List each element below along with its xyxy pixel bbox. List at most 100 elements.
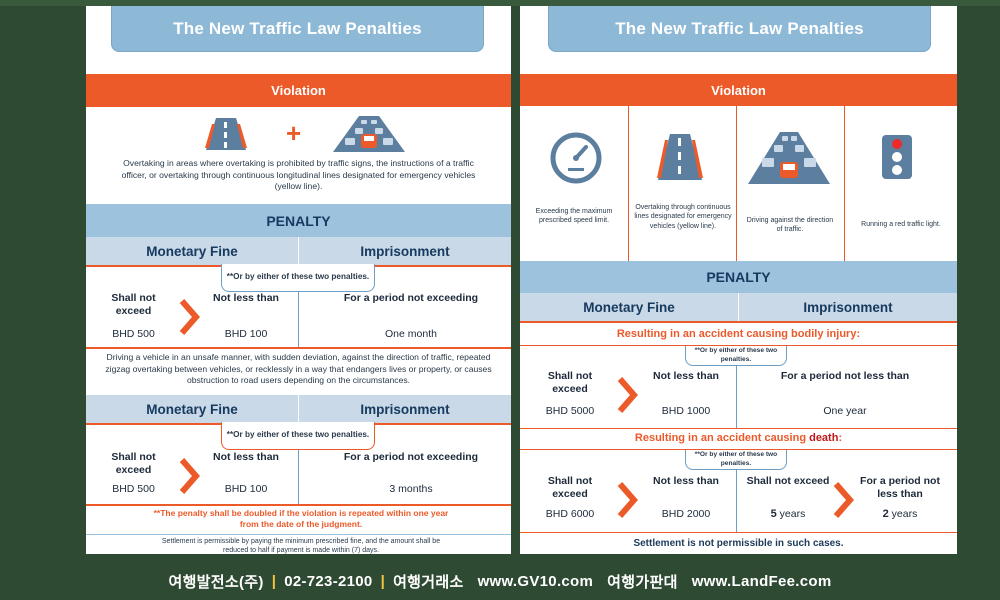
divider xyxy=(736,366,737,428)
separator: | xyxy=(271,572,277,590)
divider xyxy=(520,428,957,429)
either-penalty-note: **Or by either of these two penalties. xyxy=(221,422,375,450)
prison-min-number: 2 xyxy=(882,508,889,520)
chevron-right-icon xyxy=(617,377,638,413)
divider xyxy=(520,345,957,346)
prison-max-number: 5 xyxy=(770,508,777,520)
prison-value: 3 months xyxy=(389,483,433,495)
max-fine-value: BHD 500 xyxy=(112,328,155,340)
period-label: For a period not exceeding xyxy=(343,451,479,463)
road-lines-icon xyxy=(205,118,247,150)
prison-value: One month xyxy=(385,328,437,340)
left-column-header-1: Monetary Fine Imprisonment xyxy=(86,237,511,267)
phone-number: 02-723-2100 xyxy=(284,572,373,590)
divider xyxy=(736,470,737,532)
right-column-header: Monetary Fine Imprisonment xyxy=(520,293,957,323)
death-heading-post: : xyxy=(838,432,843,444)
prison-max-unit: years xyxy=(776,508,806,520)
plus-icon: + xyxy=(286,118,302,148)
chevron-right-icon xyxy=(179,299,200,335)
imprisonment-header: Imprisonment xyxy=(298,237,511,265)
divider xyxy=(628,106,629,261)
divider xyxy=(86,504,511,506)
prison-min-unit: years xyxy=(888,508,918,520)
period-label: For a period not less than xyxy=(860,475,940,501)
left-column-header-2: Monetary Fine Imprisonment xyxy=(86,395,511,425)
imprisonment-header: Imprisonment xyxy=(738,293,957,321)
max-fine-value: BHD 6000 xyxy=(545,508,595,520)
chevron-right-icon xyxy=(179,458,200,494)
violation-overtaking-text: Overtaking through continuous lines desi… xyxy=(634,204,732,230)
divider xyxy=(520,532,957,533)
footer-banner: 여행발전소(주) | 02-723-2100 | 여행거래소 www.GV10.… xyxy=(0,562,1000,600)
right-violation-bar: Violation xyxy=(520,74,957,106)
separator: | xyxy=(380,572,386,590)
shall-not-exceed-label: Shall not exceed xyxy=(547,370,593,396)
right-penalty-bar: PENALTY xyxy=(520,261,957,293)
divider xyxy=(736,106,737,261)
divider xyxy=(298,267,299,347)
shall-not-exceed-label: Shall not exceed xyxy=(111,292,156,318)
period-label: For a period not exceeding xyxy=(343,292,479,304)
divider xyxy=(86,347,511,349)
injury-heading: Resulting in an accident causing bodily … xyxy=(616,328,861,340)
max-fine-value: BHD 5000 xyxy=(545,405,595,417)
speedometer-icon xyxy=(550,132,602,184)
chevron-right-icon xyxy=(617,482,638,518)
not-less-than-label: Not less than xyxy=(653,475,719,487)
traffic-light-icon xyxy=(882,135,912,179)
site-2-url[interactable]: www.LandFee.com xyxy=(691,572,832,590)
site-1-url[interactable]: www.GV10.com xyxy=(477,572,594,590)
death-heading-pre: Resulting in an accident causing xyxy=(634,432,810,444)
not-less-than-label: Not less than xyxy=(213,451,279,463)
prison-value: One year xyxy=(823,405,867,417)
min-fine-value: BHD 100 xyxy=(224,483,268,495)
double-penalty-note: **The penalty shall be doubled if the vi… xyxy=(153,508,449,530)
divider xyxy=(298,425,299,505)
frame-top xyxy=(0,0,1000,6)
left-title: The New Traffic Law Penalties xyxy=(111,6,484,52)
left-violation-text-2: Driving a vehicle in an unsafe manner, w… xyxy=(105,352,492,386)
either-penalty-note: **Or by either of these two penalties. xyxy=(685,450,787,470)
left-violation-text-1: Overtaking in areas where overtaking is … xyxy=(121,158,476,192)
violation-red-light-text: Running a red traffic light. xyxy=(861,221,941,228)
right-title: The New Traffic Law Penalties xyxy=(548,6,931,52)
imprisonment-header: Imprisonment xyxy=(298,395,511,423)
prison-min-value: 2 years xyxy=(854,508,946,520)
settlement-note: Settlement is permissible by paying the … xyxy=(161,538,441,554)
traffic-jam-icon xyxy=(333,116,405,152)
not-less-than-label: Not less than xyxy=(213,292,279,304)
either-penalty-note: **Or by either of these two penalties. xyxy=(685,346,787,366)
wrong-way-car-icon xyxy=(748,132,830,184)
road-lines-icon xyxy=(657,134,703,180)
left-violation-bar: Violation xyxy=(86,74,511,107)
max-fine-value: BHD 500 xyxy=(112,483,155,495)
death-heading-word: death xyxy=(809,432,839,444)
violation-wrong-way-text: Driving against the direction of traffic… xyxy=(746,217,834,234)
company-name: 여행발전소(주) xyxy=(168,573,264,591)
monetary-fine-header: Monetary Fine xyxy=(146,243,238,259)
min-fine-value: BHD 2000 xyxy=(661,508,711,520)
right-infographic: The New Traffic Law Penalties Violation … xyxy=(520,6,957,554)
left-infographic: The New Traffic Law Penalties Violation … xyxy=(86,6,511,554)
chevron-right-icon xyxy=(833,482,854,518)
min-fine-value: BHD 1000 xyxy=(661,405,711,417)
either-penalty-note: **Or by either of these two penalties. xyxy=(221,264,375,292)
site-2-name: 여행가판대 xyxy=(607,573,678,591)
site-1-name: 여행거래소 xyxy=(393,573,464,591)
min-fine-value: BHD 100 xyxy=(224,328,268,340)
monetary-fine-header: Monetary Fine xyxy=(146,401,238,417)
divider xyxy=(844,106,845,261)
death-heading: Resulting in an accident causing death: xyxy=(520,432,957,444)
shall-not-exceed-label: Shall not exceed xyxy=(111,451,156,477)
left-penalty-bar: PENALTY xyxy=(86,204,511,237)
violation-speed-text: Exceeding the maximum prescribed speed l… xyxy=(535,208,613,225)
monetary-fine-header: Monetary Fine xyxy=(583,299,675,315)
settlement-note: Settlement is not permissible in such ca… xyxy=(633,538,844,549)
period-label: For a period not less than xyxy=(780,370,910,382)
not-less-than-label: Not less than xyxy=(653,370,719,382)
shall-not-exceed-label: Shall not exceed xyxy=(746,475,830,487)
shall-not-exceed-label: Shall not exceed xyxy=(547,475,593,501)
prison-max-value: 5 years xyxy=(746,508,830,520)
divider xyxy=(520,449,957,450)
